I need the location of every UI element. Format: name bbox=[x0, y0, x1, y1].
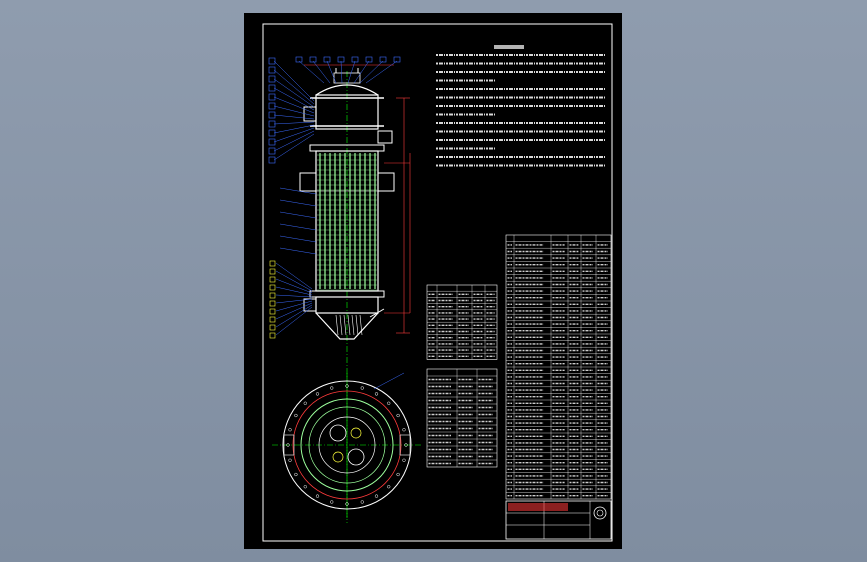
callout-balloon bbox=[365, 56, 373, 63]
leader-lines-left bbox=[268, 57, 317, 339]
callout-balloon bbox=[268, 129, 276, 137]
callout-balloon bbox=[309, 56, 317, 63]
callout-balloon bbox=[268, 93, 276, 101]
cone-fins bbox=[335, 314, 363, 336]
parts-list-table bbox=[505, 234, 612, 500]
vessel-drawing bbox=[262, 23, 613, 542]
callout-balloon bbox=[269, 276, 276, 283]
callout-balloon bbox=[268, 84, 276, 92]
callout-balloon bbox=[269, 268, 276, 275]
callout-balloon bbox=[268, 156, 276, 164]
callout-balloon bbox=[269, 260, 276, 267]
callout-balloon bbox=[268, 138, 276, 146]
callout-balloon bbox=[351, 56, 359, 63]
vessel-plan-view bbox=[272, 372, 422, 518]
dimension-lines bbox=[304, 64, 411, 334]
callout-balloon bbox=[268, 111, 276, 119]
drawing-frame bbox=[262, 23, 613, 542]
tube-bundle bbox=[317, 153, 377, 291]
callout-balloon bbox=[379, 56, 387, 63]
callout-balloon bbox=[323, 56, 331, 63]
callout-balloon bbox=[269, 332, 276, 339]
callout-balloon bbox=[269, 284, 276, 291]
callout-balloon bbox=[337, 56, 345, 63]
callout-balloon bbox=[268, 75, 276, 83]
plan-bolt-circle bbox=[283, 372, 411, 506]
title-block bbox=[505, 500, 612, 540]
callout-balloon bbox=[268, 147, 276, 155]
design-spec-table bbox=[426, 368, 498, 468]
vessel-elevation bbox=[299, 68, 395, 523]
callout-balloon bbox=[269, 292, 276, 299]
callout-balloon bbox=[268, 102, 276, 110]
nozzle-table bbox=[426, 284, 498, 360]
callout-balloon bbox=[269, 324, 276, 331]
drawing-sheet bbox=[244, 13, 622, 549]
callout-balloon bbox=[269, 308, 276, 315]
callout-balloon bbox=[268, 57, 276, 65]
callout-balloon bbox=[393, 56, 401, 63]
technical-notes bbox=[436, 45, 606, 167]
callout-balloon bbox=[269, 300, 276, 307]
callout-balloon bbox=[268, 66, 276, 74]
callout-balloon bbox=[269, 316, 276, 323]
leader-lines-top bbox=[295, 56, 401, 84]
callout-balloon bbox=[295, 56, 303, 63]
callout-balloon bbox=[268, 120, 276, 128]
